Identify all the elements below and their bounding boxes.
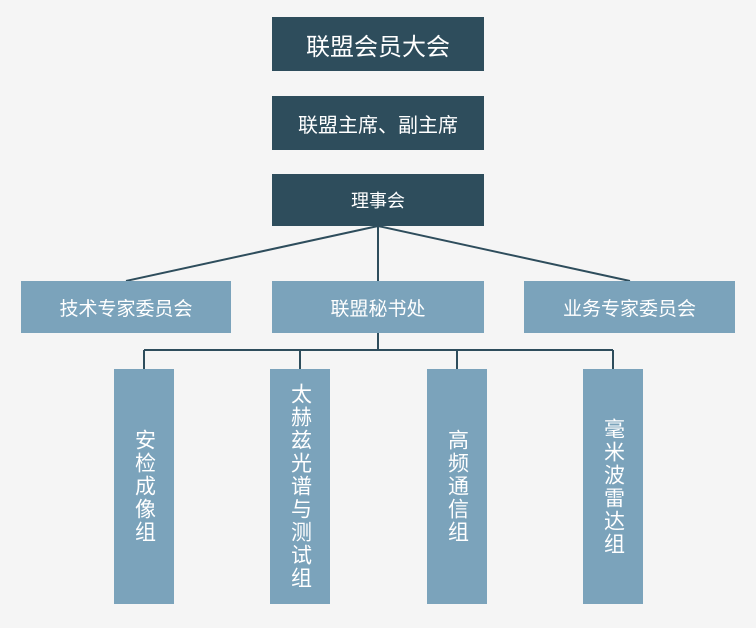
group-box-3: 高频通信组 [427,369,487,604]
council-box: 理事会 [272,174,484,226]
group-box-4: 毫米波雷达组 [583,369,643,604]
tech-committee-box: 技术专家委员会 [21,281,231,333]
connector-council-tech [125,225,379,282]
tech-committee-label: 技术专家委员会 [59,297,193,320]
business-committee-label: 业务专家委员会 [562,297,696,320]
chairs-label: 联盟主席、副主席 [298,112,458,137]
council-label: 理事会 [351,191,405,212]
group-label: 太赫兹光谱与测试组 [288,383,313,590]
secretariat-box: 联盟秘书处 [272,281,484,333]
group-label: 毫米波雷达组 [601,417,626,556]
group-label: 高频通信组 [445,429,470,544]
group-box-1: 安检成像组 [114,369,174,604]
group-box-2: 太赫兹光谱与测试组 [270,369,330,604]
business-committee-box: 业务专家委员会 [524,281,735,333]
connector-council-business [377,225,631,282]
secretariat-label: 联盟秘书处 [330,297,426,320]
assembly-box: 联盟会员大会 [272,17,484,71]
group-label: 安检成像组 [132,429,157,544]
assembly-label: 联盟会员大会 [306,32,450,61]
chairs-box: 联盟主席、副主席 [272,96,484,150]
